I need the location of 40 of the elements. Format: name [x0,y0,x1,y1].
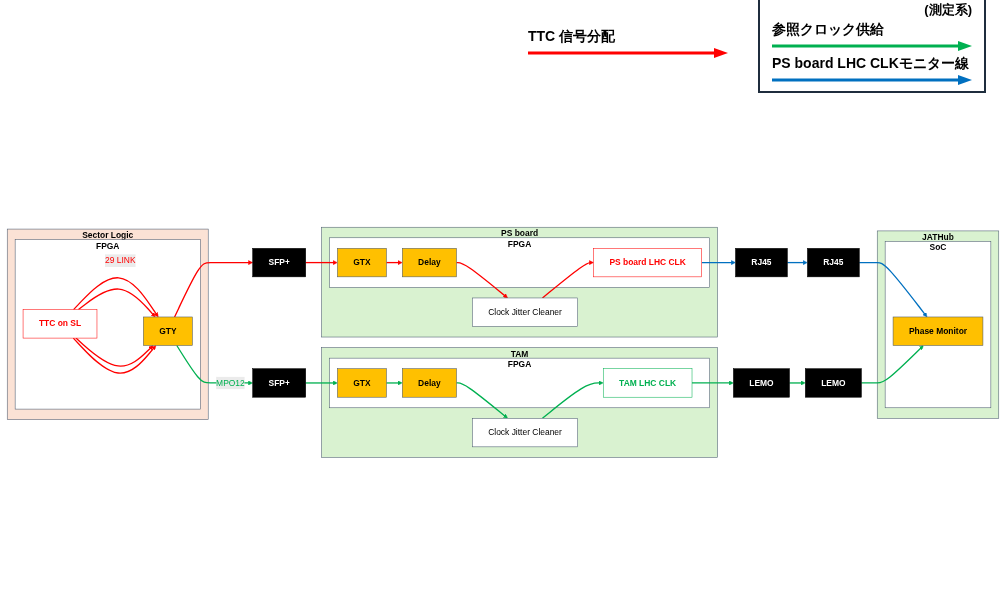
node-box: Clock Jitter Cleaner [472,297,578,327]
arrow [701,259,736,265]
node-box: GTX [337,368,387,398]
arrow [173,259,253,318]
node-box: RJ45 [735,247,788,277]
arrow [541,259,594,299]
arrow [77,288,156,317]
edge-label: 29 LINK [105,255,136,265]
node-box: SFP+ [252,247,306,277]
arrow [305,380,338,385]
arrow [455,382,508,419]
arrow [541,380,604,419]
node-box: LEMO [805,368,862,398]
arrow [860,344,924,384]
arrow [858,261,928,317]
legend-text: TTC 信号分配 [528,28,617,46]
node-box: GTX [337,247,387,277]
node-box: Delay [402,368,457,398]
arrow [788,380,806,385]
arrow [72,337,157,374]
node-box: Phase Monitor [892,316,984,346]
node-box: TAM LHC CLK [603,368,693,398]
legend-heading: (測定系) [924,1,972,19]
node-box: SFP+ [252,368,306,398]
arrow [691,380,734,385]
arrow [455,261,508,298]
node-box: RJ45 [807,247,860,277]
legend-text: PS board LHC CLKモニター線 [772,55,970,73]
edge-label: MPO12 [216,377,245,387]
node-box: PS board LHC CLK [593,247,702,277]
arrow [305,259,338,265]
arrow [72,276,159,317]
arrow [75,337,154,367]
legend-text: 参照クロック供給 [772,21,885,39]
node-box: LEMO [733,368,790,398]
arrow [385,380,403,385]
node-box: GTY [143,316,193,346]
node-box: TTC on SL [22,309,98,339]
node-box: Clock Jitter Cleaner [472,417,578,447]
node-box: Delay [402,247,457,277]
